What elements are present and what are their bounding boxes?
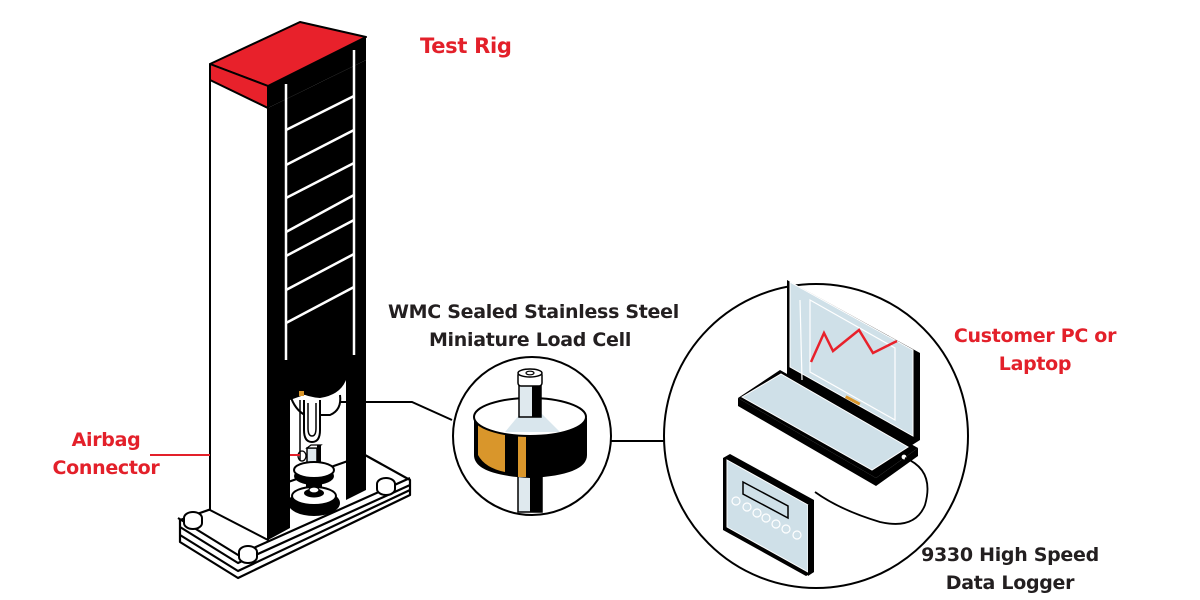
leader-lines [340, 401, 665, 442]
rig-column-left [209, 77, 269, 542]
rig-column-front [268, 60, 366, 540]
test-rig [177, 21, 412, 580]
laptop-screen-chart [809, 328, 898, 363]
logger-buttons [731, 496, 802, 540]
data-logger [723, 454, 814, 576]
load-cell [452, 356, 612, 516]
rig-post-right [346, 375, 360, 492]
label-load-cell: WMC Sealed Stainless Steel Miniature Loa… [388, 301, 679, 351]
label-customer-pc: Customer PC or Laptop [953, 325, 1117, 375]
logger-cable [814, 457, 929, 525]
rig-column-slats [284, 50, 356, 360]
rig-bolts [183, 477, 396, 564]
label-test-rig: Test Rig [420, 34, 512, 58]
label-data-logger: 9330 High Speed Data Logger [921, 544, 1099, 594]
rig-fixture [288, 461, 340, 516]
laptop [738, 280, 920, 486]
rig-crosshead [288, 355, 346, 460]
label-airbag-connector: Airbag Connector [52, 429, 160, 479]
